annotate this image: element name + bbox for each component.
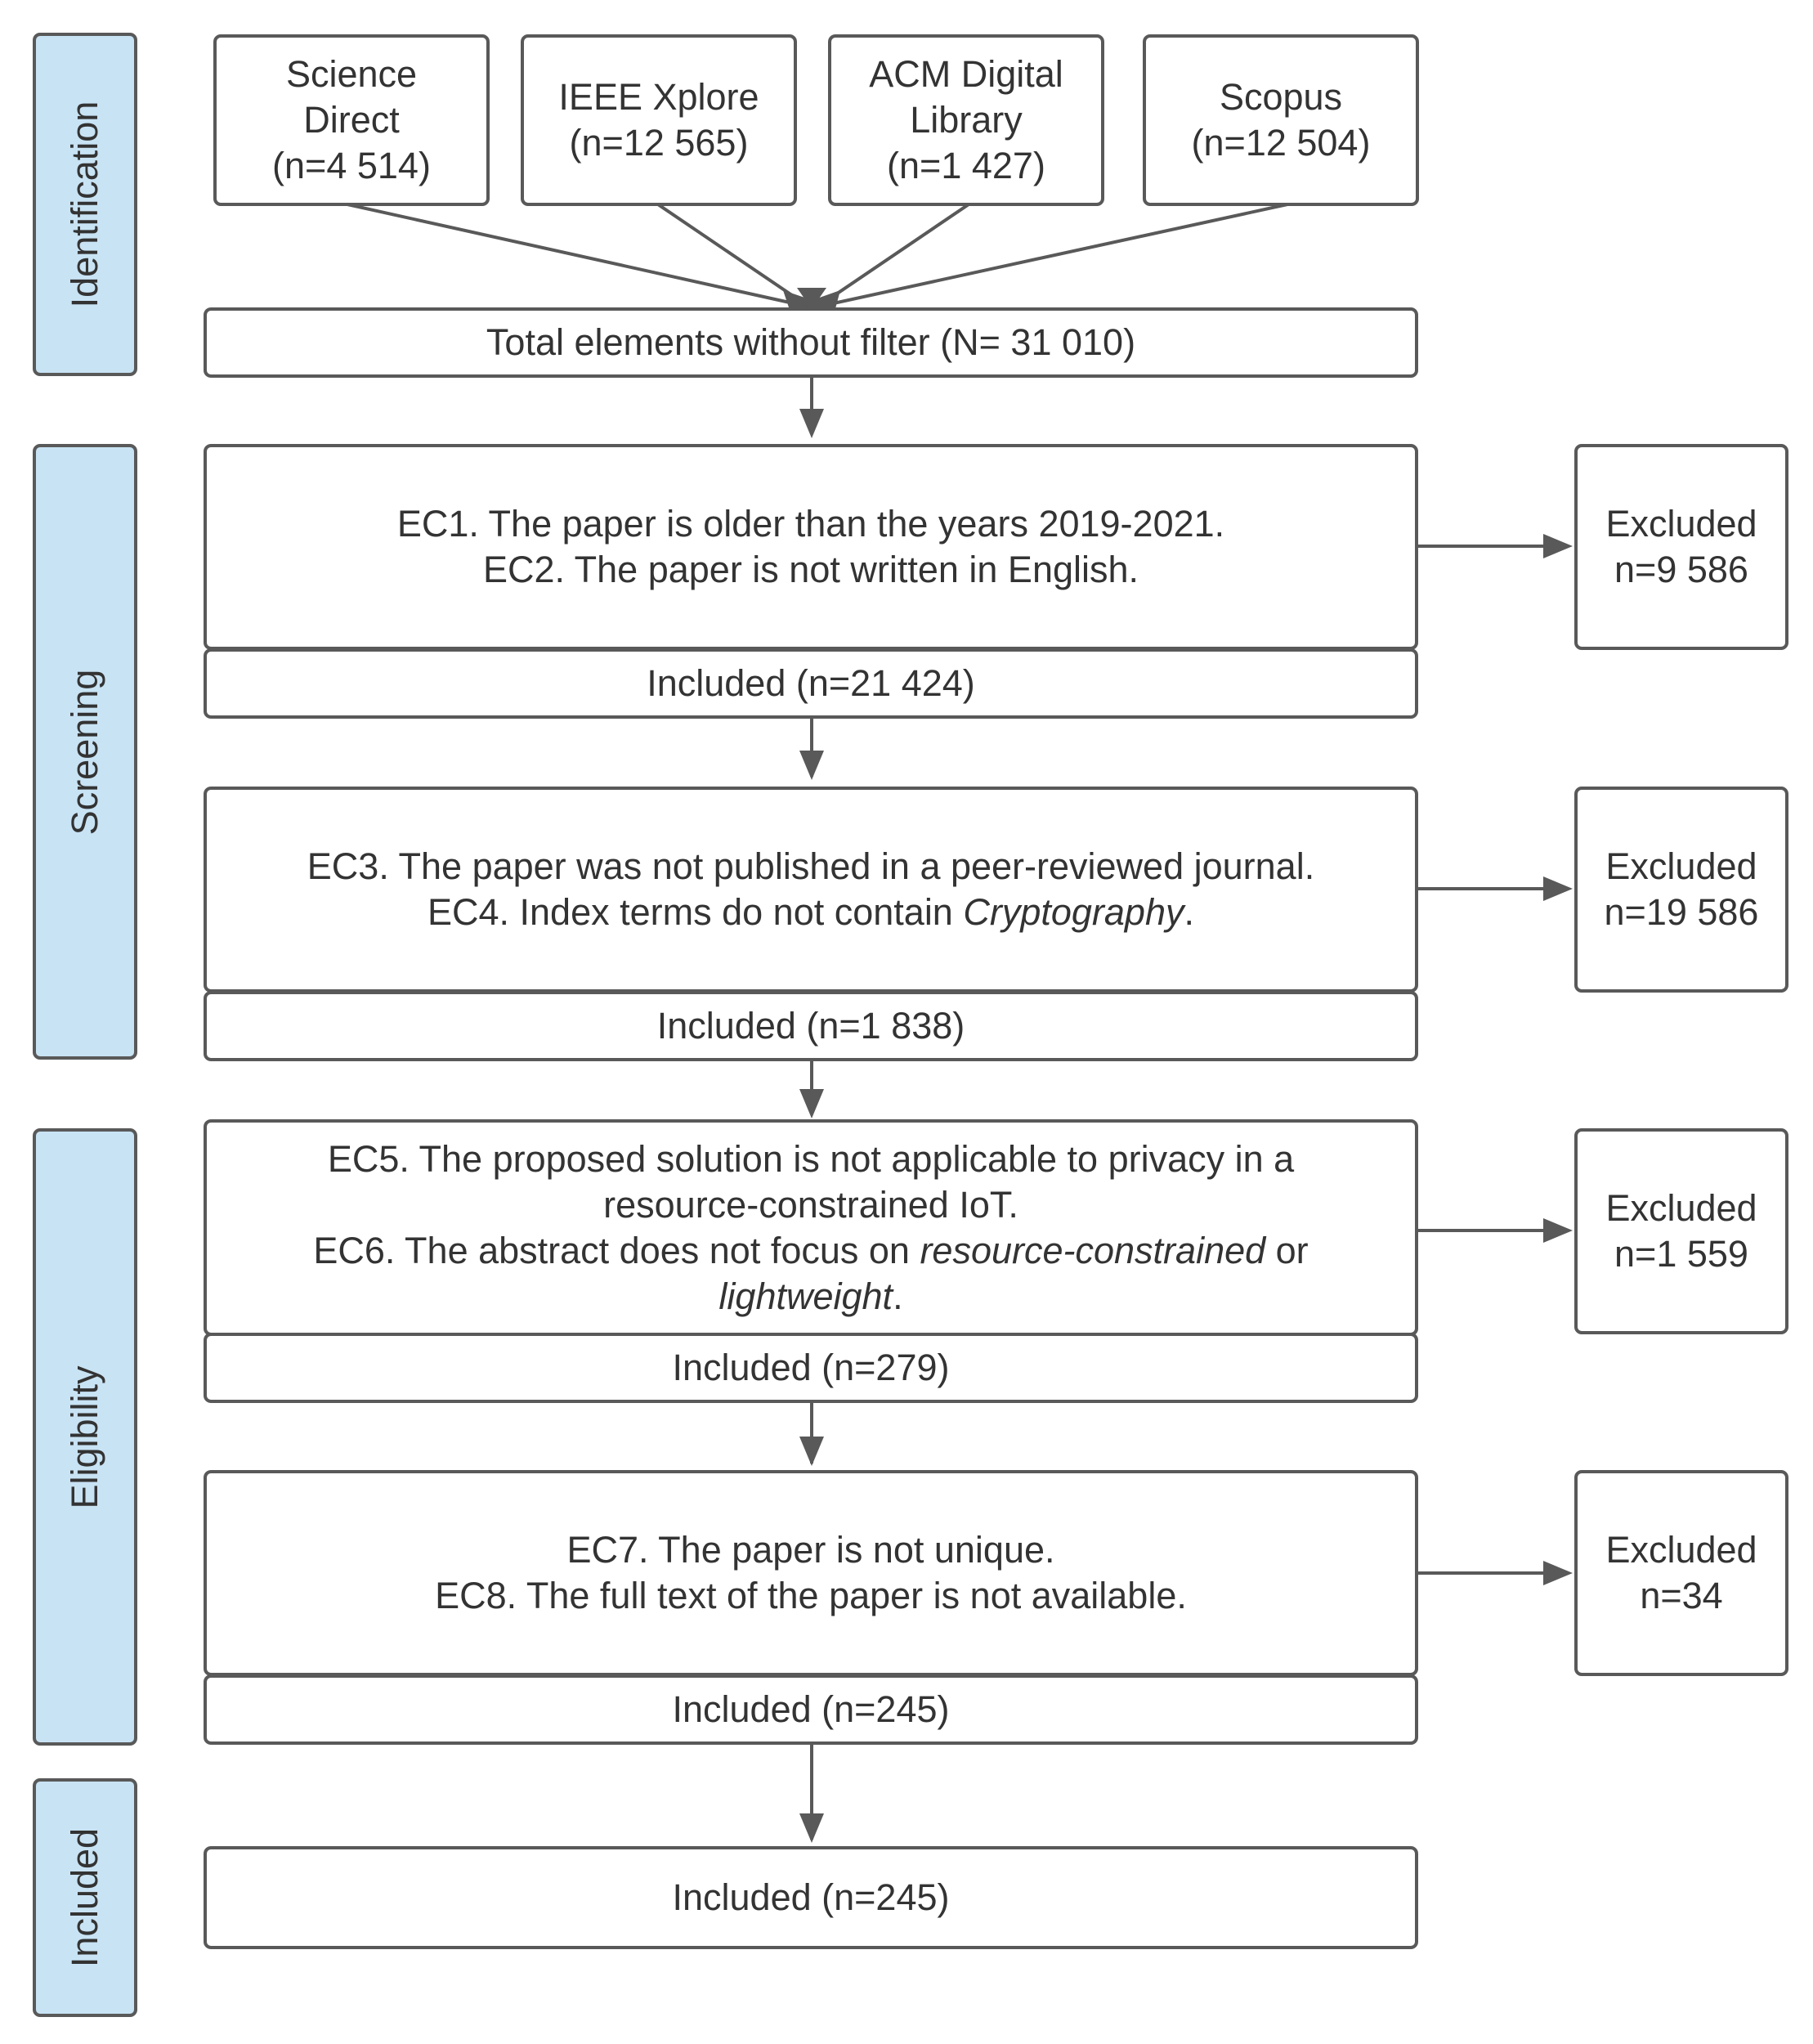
criterion-ec6-emphasis-2: lightweight — [718, 1275, 893, 1317]
criterion-ec3: EC3. The paper was not published in a pe… — [307, 845, 1315, 887]
included-count: Included (n=245) — [672, 1688, 950, 1730]
criterion-ec6-cont: lightweight. — [313, 1274, 1308, 1320]
final-included-box: Included (n=245) — [204, 1846, 1418, 1949]
source-name: Direct — [303, 99, 400, 141]
phase-included-label: Included — [64, 1827, 105, 1968]
source-scopus: Scopus (n=12 504) — [1143, 34, 1419, 206]
arrowhead-total-center — [797, 288, 826, 309]
excluded-box-2: Excluded n=19 586 — [1574, 787, 1788, 993]
criteria-box-ec3-ec4: EC3. The paper was not published in a pe… — [204, 787, 1418, 993]
criteria-box-ec1-ec2: EC1. The paper is older than the years 2… — [204, 444, 1418, 650]
arrowhead-ec5 — [799, 1089, 824, 1118]
criterion-ec2: EC2. The paper is not written in English… — [482, 549, 1139, 590]
source-count: (n=4 514) — [272, 145, 431, 186]
source-acm-digital-library: ACM Digital Library (n=1 427) — [828, 34, 1104, 206]
source-name: Library — [910, 99, 1023, 141]
criteria-box-ec5-ec6: EC5. The proposed solution is not applic… — [204, 1119, 1418, 1336]
arrow-scopus-to-total — [829, 203, 1288, 306]
phase-screening-label: Screening — [64, 669, 105, 835]
phase-identification: Identification — [33, 33, 137, 376]
arrowhead-excluded-4 — [1543, 1561, 1573, 1585]
arrow-ieee-to-total — [656, 203, 807, 306]
arrowhead-excluded-2 — [1543, 876, 1573, 901]
excluded-count: n=1 559 — [1614, 1233, 1748, 1275]
arrowhead-ec1 — [799, 409, 824, 438]
total-text: Total elements without filter (N= 31 010… — [486, 321, 1136, 363]
total-box: Total elements without filter (N= 31 010… — [204, 307, 1418, 378]
criterion-ec6-prefix: EC6. The abstract does not focus on — [313, 1229, 920, 1271]
arrowhead-ec3 — [799, 751, 824, 780]
source-name: Scopus — [1219, 76, 1343, 118]
excluded-label: Excluded — [1605, 503, 1757, 545]
excluded-box-4: Excluded n=34 — [1574, 1470, 1788, 1676]
criteria-box-ec7-ec8: EC7. The paper is not unique. EC8. The f… — [204, 1470, 1418, 1676]
included-count: Included (n=1 838) — [656, 1005, 965, 1047]
source-ieee-xplore: IEEE Xplore (n=12 565) — [521, 34, 797, 206]
phase-eligibility-label: Eligibility — [64, 1365, 105, 1509]
excluded-count: n=9 586 — [1614, 549, 1748, 590]
arrowhead-excluded-1 — [1543, 534, 1573, 558]
arrowhead-final — [799, 1813, 824, 1843]
criterion-ec6-emphasis: resource-constrained — [920, 1229, 1266, 1271]
source-name: IEEE Xplore — [558, 76, 759, 118]
included-count: Included (n=279) — [672, 1347, 950, 1388]
criterion-ec4: EC4. Index terms do not contain Cryptogr… — [307, 890, 1314, 935]
excluded-box-1: Excluded n=9 586 — [1574, 444, 1788, 650]
excluded-label: Excluded — [1605, 1187, 1757, 1229]
arrowhead-excluded-3 — [1543, 1218, 1573, 1243]
criterion-ec6-end: . — [893, 1275, 903, 1317]
criterion-ec6-suffix: or — [1265, 1229, 1309, 1271]
criterion-ec4-suffix: . — [1184, 891, 1194, 933]
included-box-4: Included (n=245) — [204, 1674, 1418, 1745]
included-box-3: Included (n=279) — [204, 1333, 1418, 1403]
criterion-ec6: EC6. The abstract does not focus on reso… — [313, 1228, 1308, 1274]
criterion-ec4-prefix: EC4. Index terms do not contain — [427, 891, 964, 933]
criterion-ec5-cont: resource-constrained IoT. — [603, 1183, 1018, 1226]
included-box-1: Included (n=21 424) — [204, 648, 1418, 719]
phase-included: Included — [33, 1778, 137, 2017]
excluded-box-3: Excluded n=1 559 — [1574, 1128, 1788, 1334]
final-included-text: Included (n=245) — [672, 1876, 950, 1918]
excluded-count: n=34 — [1640, 1575, 1723, 1616]
included-box-2: Included (n=1 838) — [204, 991, 1418, 1061]
criterion-ec5: EC5. The proposed solution is not applic… — [327, 1137, 1295, 1180]
arrow-science-direct-to-total — [347, 203, 798, 306]
arrow-acm-to-total — [820, 203, 970, 306]
included-count: Included (n=21 424) — [647, 662, 975, 704]
phase-screening: Screening — [33, 444, 137, 1060]
phase-eligibility: Eligibility — [33, 1128, 137, 1746]
criterion-ec1: EC1. The paper is older than the years 2… — [396, 503, 1225, 545]
phase-identification-label: Identification — [64, 101, 105, 308]
excluded-count: n=19 586 — [1604, 891, 1759, 933]
source-name: Science — [285, 53, 418, 95]
source-count: (n=12 504) — [1191, 122, 1371, 164]
criterion-ec8: EC8. The full text of the paper is not a… — [435, 1575, 1187, 1616]
excluded-label: Excluded — [1605, 845, 1757, 887]
source-count: (n=12 565) — [569, 122, 749, 164]
source-count: (n=1 427) — [887, 145, 1045, 186]
excluded-label: Excluded — [1605, 1529, 1757, 1571]
criterion-ec7: EC7. The paper is not unique. — [566, 1529, 1055, 1571]
criterion-ec4-emphasis: Cryptography — [963, 891, 1184, 933]
arrowhead-ec7 — [799, 1437, 824, 1466]
source-name: ACM Digital — [869, 53, 1063, 95]
source-science-direct: Science Direct (n=4 514) — [213, 34, 490, 206]
